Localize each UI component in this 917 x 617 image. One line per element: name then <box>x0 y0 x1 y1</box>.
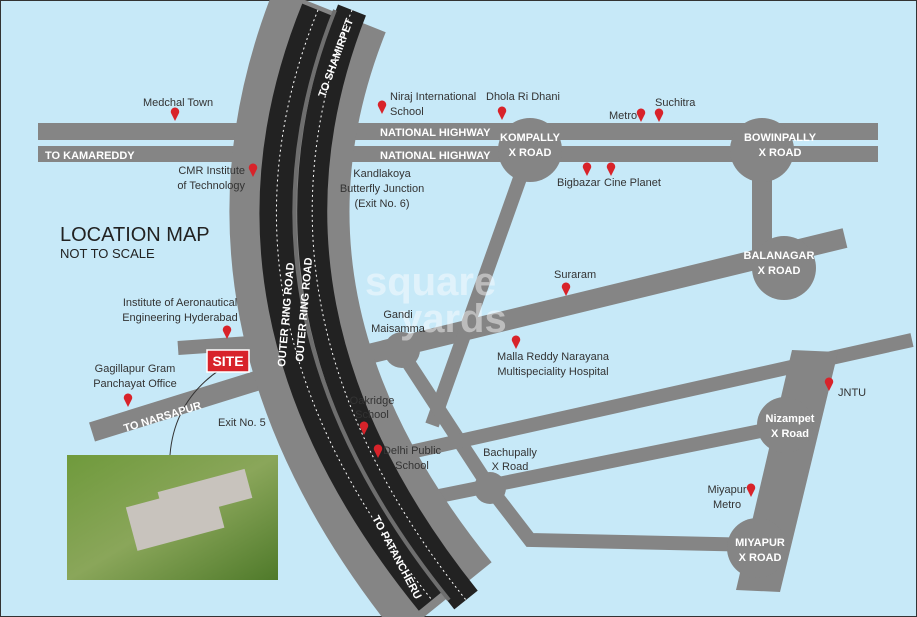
place-jntu: JNTU <box>838 387 866 399</box>
place-iare-2: Engineering Hyderabad <box>122 312 238 324</box>
gandi-maisamma-circle <box>384 332 420 368</box>
kompally-road <box>425 147 537 428</box>
site-photo <box>67 357 278 580</box>
place-dhola: Dhola Ri Dhani <box>486 91 560 103</box>
place-iare-1: Institute of Aeronautical <box>123 297 237 309</box>
place-exit5: Exit No. 5 <box>218 417 266 429</box>
miyapur-label-1: MIYAPUR <box>735 537 785 549</box>
place-gagillapur-1: Gagillapur Gram <box>95 363 176 375</box>
place-dps-1: Delhi Public <box>383 445 442 457</box>
outer-ring-road <box>259 3 478 611</box>
place-oakridge-1: Oakridge <box>350 395 395 407</box>
place-oakridge-2: School <box>355 409 389 421</box>
place-medchal: Medchal Town <box>143 97 213 109</box>
map-subtitle: NOT TO SCALE <box>60 246 155 261</box>
place-bachupally-1: Bachupally <box>483 447 537 459</box>
place-gagillapur-2: Panchayat Office <box>93 378 177 390</box>
balanagar-label-2: X ROAD <box>758 265 801 277</box>
place-gandi-2: Maisamma <box>371 323 426 335</box>
balanagar-circle <box>752 236 816 300</box>
place-cmr-1: CMR Institute <box>178 165 245 177</box>
nizampet-label-2: X Road <box>771 428 809 440</box>
miyapur-circle <box>727 518 787 578</box>
place-bigbazar: Bigbazar <box>557 177 601 189</box>
place-mallareddy-1: Malla Reddy Narayana <box>497 351 610 363</box>
watermark-line2: yards <box>400 297 507 341</box>
bowinpally-label-1: BOWINPALLY <box>744 132 817 144</box>
place-mallareddy-2: Multispeciality Hospital <box>497 366 608 378</box>
watermark-line1: square <box>365 260 496 304</box>
places: Medchal Town Niraj International School … <box>93 91 866 511</box>
place-cineplanet: Cine Planet <box>604 177 661 189</box>
bowinpally-label-2: X ROAD <box>759 147 802 159</box>
nizampet-label-1: Nizampet <box>766 413 815 425</box>
bowinpally-circle <box>730 118 794 182</box>
place-metro: Metro <box>609 110 637 122</box>
place-niraj-2: School <box>390 106 424 118</box>
site-marker[interactable]: SITE <box>206 349 250 373</box>
label-nh2: NATIONAL HIGHWAY <box>380 150 491 162</box>
place-miyapurmetro-2: Metro <box>713 499 741 511</box>
place-suchitra: Suchitra <box>655 97 696 109</box>
place-niraj-1: Niraj International <box>390 91 476 103</box>
kompally-label-2: X ROAD <box>509 147 552 159</box>
place-kandlakoya-2: Butterfly Junction <box>340 183 424 195</box>
map-title: LOCATION MAP <box>60 224 210 246</box>
balanagar-label-1: BALANAGAR <box>744 250 815 262</box>
place-gandi-1: Gandi <box>383 309 412 321</box>
label-nh1: NATIONAL HIGHWAY <box>380 127 491 139</box>
miyapur-label-2: X ROAD <box>739 552 782 564</box>
place-miyapurmetro-1: Miyapur <box>707 484 746 496</box>
bachupally-circle <box>474 472 506 504</box>
narsapur-road <box>89 362 288 442</box>
gandi-miyapur-road <box>394 346 761 552</box>
junction-labels: KOMPALLY X ROAD BOWINPALLY X ROAD BALANA… <box>500 132 817 564</box>
nizampet-circle <box>757 397 813 453</box>
kompally-circle <box>498 118 562 182</box>
place-cmr-2: of Technology <box>177 180 245 192</box>
place-suraram: Suraram <box>554 269 596 281</box>
place-bachupally-2: X Road <box>492 461 529 473</box>
svg-text:SITE: SITE <box>212 353 243 369</box>
label-to-kamareddy: TO KAMAREDDY <box>45 150 135 162</box>
place-kandlakoya-3: (Exit No. 6) <box>354 198 409 210</box>
kompally-label-1: KOMPALLY <box>500 132 561 144</box>
place-kandlakoya-1: Kandlakoya <box>353 168 411 180</box>
place-dps-2: School <box>395 460 429 472</box>
